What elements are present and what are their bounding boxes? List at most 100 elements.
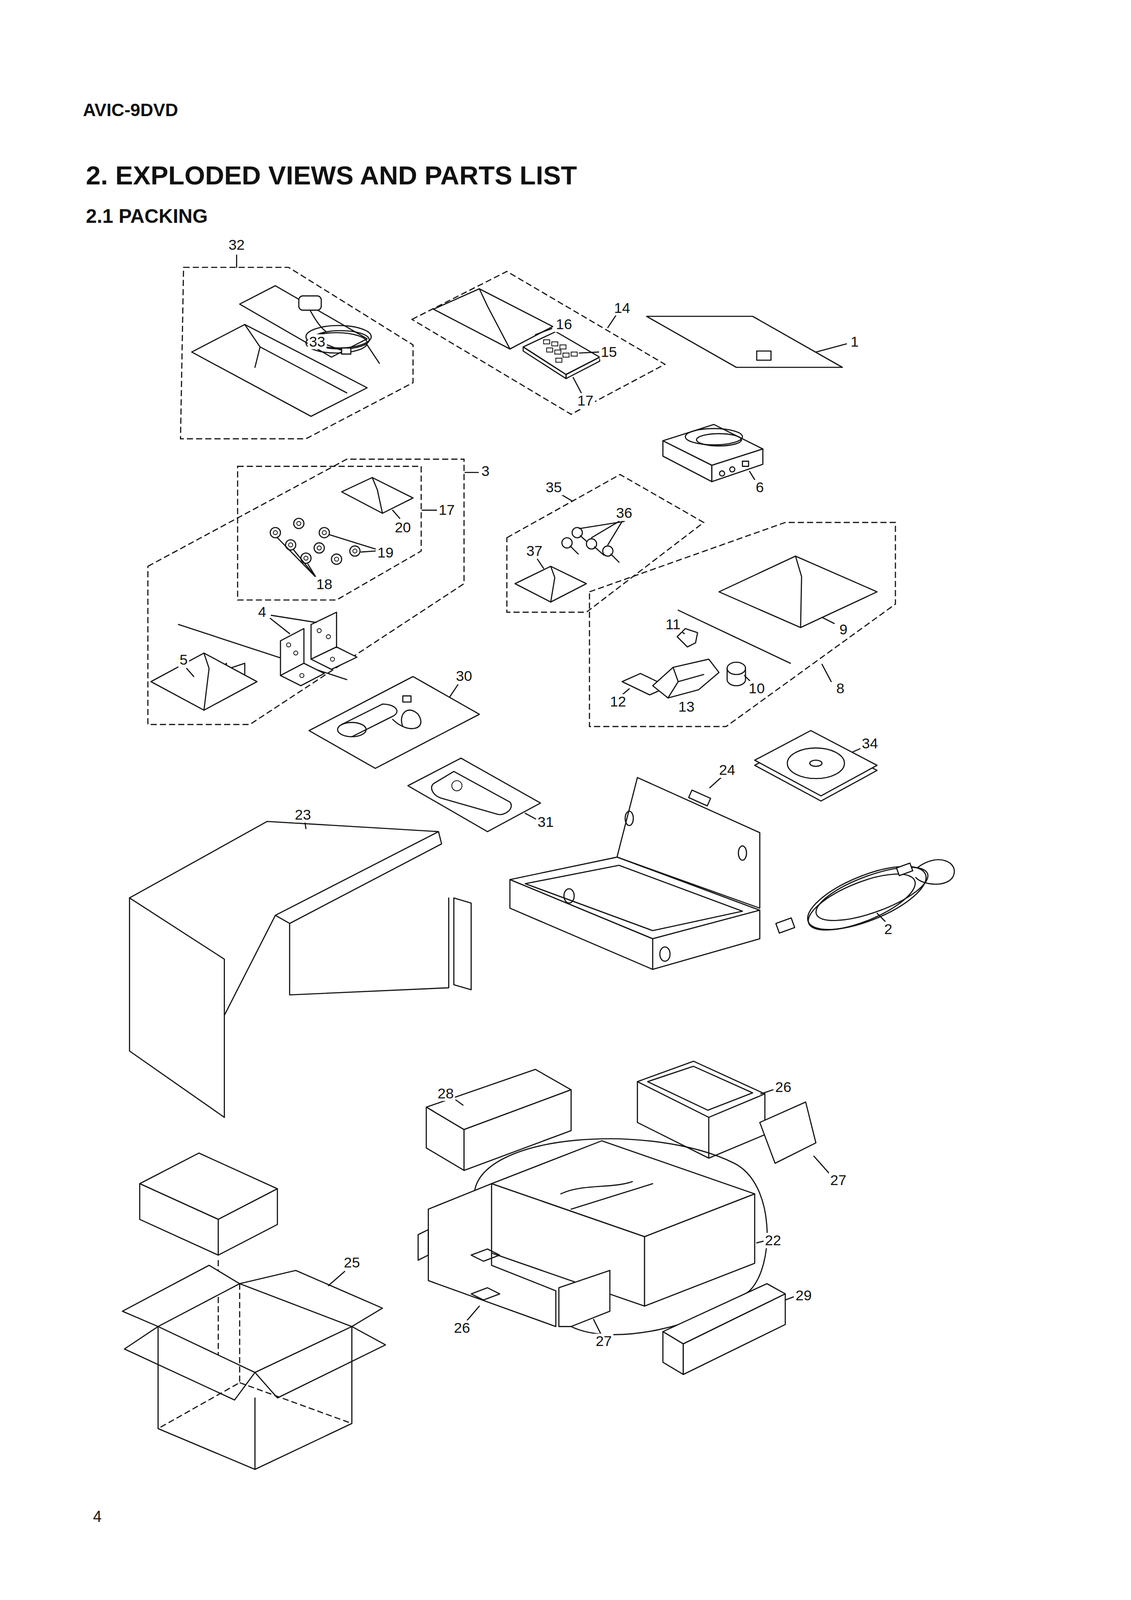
screw [303,556,309,561]
callout-number: 4 [256,604,268,620]
foam-frame [760,1089,774,1094]
bag-card-group [523,331,600,375]
callout-number: 5 [178,652,190,668]
bag-card-group [565,357,600,379]
holder-group [727,661,746,675]
screw-group [507,474,704,613]
remote-sheet [408,757,541,832]
screw-group [570,545,579,554]
screw [317,545,322,551]
foam-block [426,1106,464,1170]
bracket-group [277,537,317,578]
callout-number: 23 [293,807,313,823]
disc-case [809,760,823,767]
callout-number: 25 [342,1254,362,1271]
bag-card-group [551,341,558,347]
antenna-group [236,255,238,268]
bag-card-group [479,288,511,349]
screw [349,545,361,557]
bracket-group [293,650,298,656]
open-box [625,810,634,825]
outer-carton [129,821,471,1117]
antenna-group [180,267,414,439]
section-heading: 2.1 PACKING [84,205,209,227]
screw [314,542,325,554]
foam-frame [637,1081,765,1158]
callout-number: 1 [849,334,860,350]
callout-number: 17 [576,393,595,409]
foam-frame [647,1066,753,1111]
callout-number: 8 [835,680,846,697]
bracket-group [286,642,291,648]
bracket-group [329,534,376,549]
inner-carton [139,1183,219,1255]
model-name: AVIC-9DVD [81,100,180,120]
bracket-group [372,477,383,514]
page-number: 4 [91,1508,103,1525]
callout-number: 35 [544,479,564,496]
holder-group [795,556,802,628]
foam-bar [662,1331,684,1374]
cable-coil [915,859,955,884]
outer-carton [453,897,472,990]
foam-block [463,1089,572,1171]
callout-number: 17 [437,502,457,518]
bracket-group [422,509,437,511]
inner-carton [328,1270,345,1286]
manual-sheet [646,316,847,368]
main-unit [418,1229,429,1260]
callout-number: 33 [307,334,327,350]
callout-number: 26 [452,1320,472,1336]
accessory-sheet [308,676,480,769]
bracket-group [317,628,322,633]
screw [352,548,358,554]
bracket-group [361,550,376,552]
open-box [709,777,721,788]
disc-case [787,747,845,779]
bracket-group [311,646,358,670]
callout-number: 14 [612,300,632,316]
adapter-box [685,428,743,445]
callout-number: 31 [536,814,555,830]
accessory-sheet [449,684,458,697]
adapter-box [742,460,749,467]
holder-group [727,668,746,686]
bracket-group [271,615,317,623]
remote-sheet [431,771,512,815]
screw-group [537,559,544,569]
inner-carton [157,1283,352,1429]
main-unit [560,1181,653,1210]
open-box [659,946,671,961]
cable-coil [877,912,886,922]
callout-number: 19 [376,545,395,561]
open-box [510,879,653,969]
adapter-box [662,424,763,482]
bracket-group [465,471,479,473]
holder-group [652,658,719,698]
cable-coil [775,917,795,933]
accessory-sheet [341,703,397,737]
inner-carton [239,1270,383,1327]
callout-number: 37 [524,543,544,559]
screw-group [550,566,555,603]
main-unit [428,1183,557,1327]
inner-carton [254,1397,256,1470]
foam-frame [759,1101,816,1164]
adapter-box [729,466,735,473]
bracket-group [300,673,305,678]
screw-group [562,494,573,501]
screw [319,527,330,538]
screw-group [507,474,704,613]
holder-group [589,522,896,727]
main-unit [593,1319,601,1334]
main-unit [418,1138,768,1335]
antenna-group [341,347,351,354]
screw [270,527,281,538]
bracket-group [186,668,194,677]
foam-bar [785,1296,794,1300]
inner-carton [254,1326,386,1398]
open-box [688,789,711,806]
bag-card-group [543,339,550,344]
callout-number: 6 [754,479,766,496]
